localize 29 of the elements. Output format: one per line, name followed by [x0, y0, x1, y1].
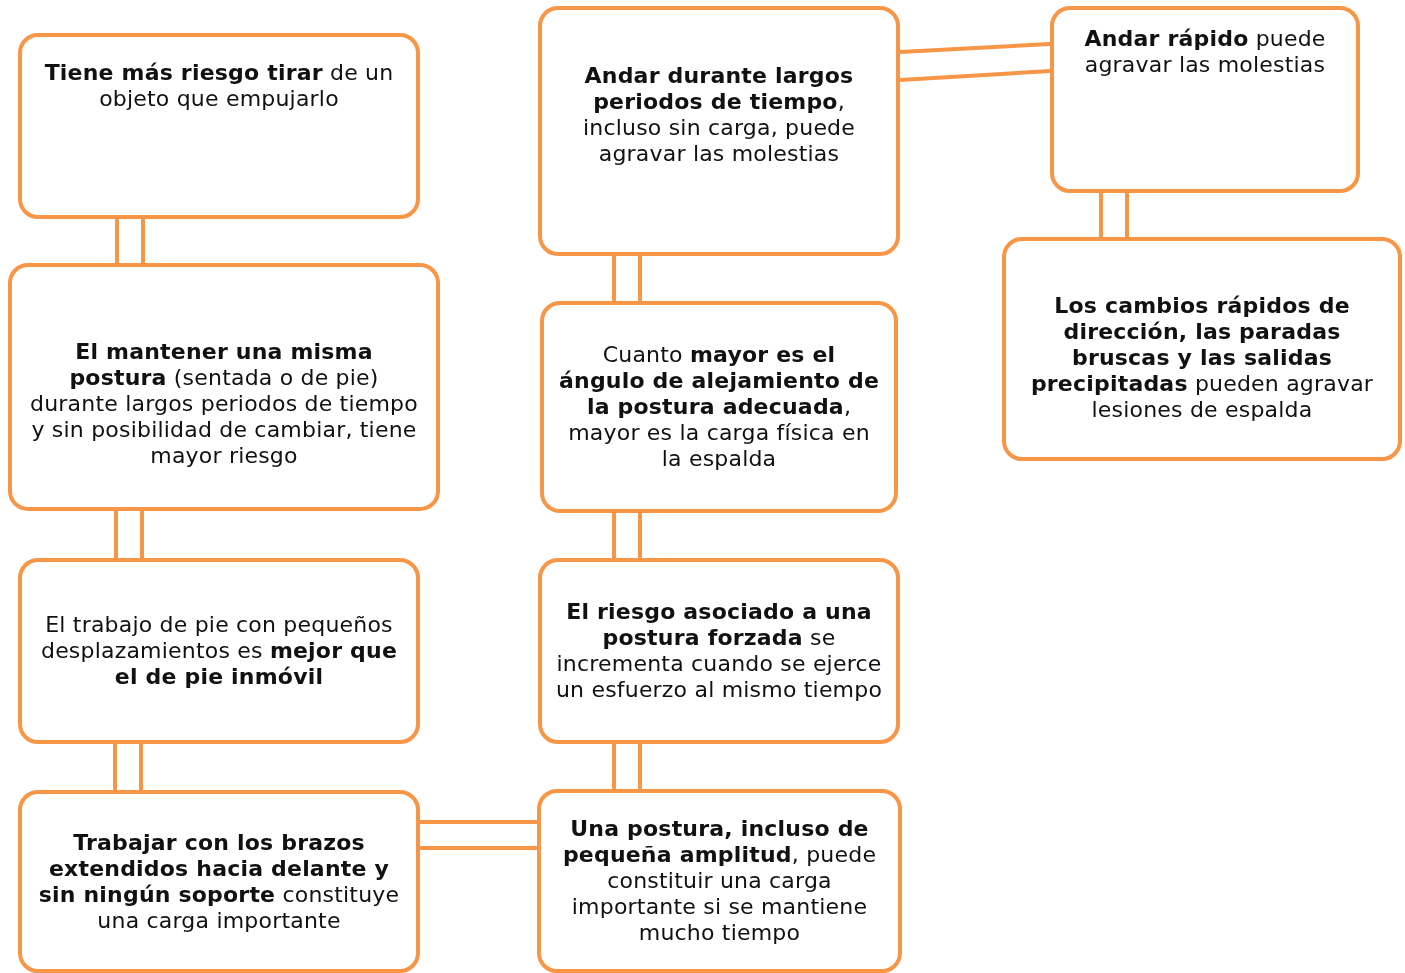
connector-line — [115, 217, 145, 265]
connector-line — [114, 509, 144, 560]
box-text: El trabajo de pie con pequeños desplazamientos es mejor que el de pie inmóvil — [39, 612, 398, 690]
text-box — [18, 33, 420, 219]
box-text: Tiene más riesgo tirar de un objeto que empujarlo — [43, 60, 395, 112]
box-text: Andar durante largos periodos de tiempo, incluso sin carga, puede agravar las molestias — [581, 63, 856, 167]
connector-line — [612, 254, 642, 303]
box-text: El riesgo asociado a una postura forzada se incrementa cuando se ejerce un esfuerzo al mismo tiempo — [554, 599, 884, 703]
text-box — [18, 558, 420, 744]
box-text: Andar rápido puede agravar las molestias — [1083, 26, 1327, 78]
box-text: Cuanto mayor es el ángulo de alejamiento de la postura adecuada, mayor es la carga física en la espalda — [557, 342, 881, 472]
text-box — [537, 789, 902, 973]
connector-line — [113, 742, 143, 792]
connector-line — [612, 511, 642, 560]
text-box — [1050, 6, 1360, 193]
connector-line — [612, 742, 642, 791]
text-box — [538, 6, 900, 256]
text-box — [8, 263, 440, 511]
text-box — [538, 558, 900, 744]
box-text: Una postura, incluso de pequeña amplitud, puede constituir una carga importante si se mantiene mucho tiempo — [561, 816, 878, 946]
box-text: Trabajar con los brazos extendidos hacia delante y sin ningún soporte constituye una carga importante — [37, 829, 401, 934]
box-text: El mantener una misma postura (sentada o de pie) durante largos periodos de tiempo y sin posibilidad de cambiar, tiene mayor riesgo — [29, 339, 419, 469]
connector-line — [1099, 191, 1129, 239]
text-box — [1002, 237, 1402, 461]
connector-line — [418, 820, 539, 850]
connector-line — [898, 42, 1052, 82]
text-box — [18, 790, 420, 973]
box-text: Los cambios rápidos de dirección, las paradas bruscas y las salidas precipitadas pueden agravar lesiones de espalda — [1029, 293, 1375, 423]
text-box — [540, 301, 898, 513]
